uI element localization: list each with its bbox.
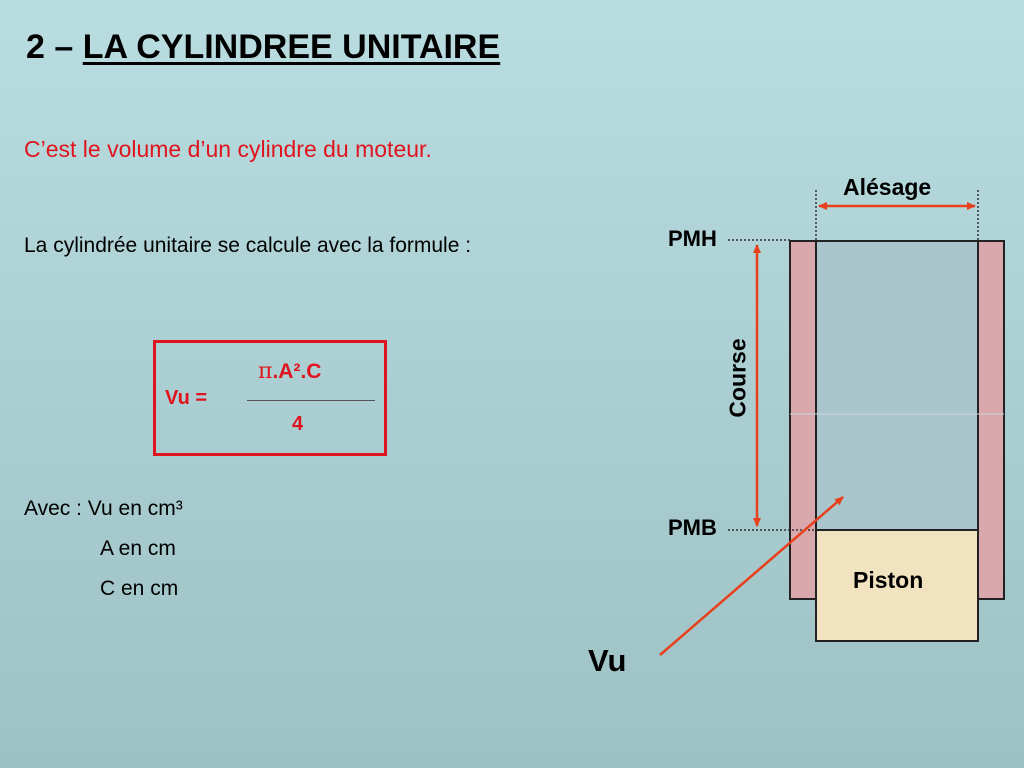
cylinder-wall-right [977, 240, 1005, 600]
cylinder-wall-left [789, 240, 817, 600]
intro-text: La cylindrée unitaire se calcule avec la… [24, 234, 472, 257]
piston-label: Piston [853, 567, 924, 593]
title-prefix: 2 – [26, 28, 83, 66]
pi-symbol: π [258, 359, 273, 384]
formula-numerator: π.A².C [258, 359, 321, 384]
pmh-label: PMH [668, 226, 717, 251]
formula-denominator: 4 [292, 413, 304, 435]
pmb-label: PMB [668, 515, 717, 540]
title-main: LA CYLINDREE UNITAIRE [82, 28, 501, 66]
unit-line-a: A en cm [100, 537, 176, 560]
unit-line-vu: Avec : Vu en cm³ [24, 497, 183, 520]
bore-volume [815, 240, 979, 531]
vu-arrow [659, 496, 844, 656]
formula-lhs: Vu = [165, 387, 208, 409]
subtitle: C’est le volume d’un cylindre du moteur. [24, 136, 432, 162]
formula-numerator-rest: .A².C [272, 360, 322, 383]
piston [815, 529, 979, 642]
course-label: Course [724, 338, 751, 418]
unit-line-c: C en cm [100, 577, 179, 600]
vu-label: Vu [588, 643, 627, 678]
slide-title: 2 – LA CYLINDREE UNITAIRE [26, 28, 500, 67]
alesage-label: Alésage [843, 174, 932, 200]
formula-box [153, 340, 387, 456]
fraction-bar [247, 400, 375, 401]
